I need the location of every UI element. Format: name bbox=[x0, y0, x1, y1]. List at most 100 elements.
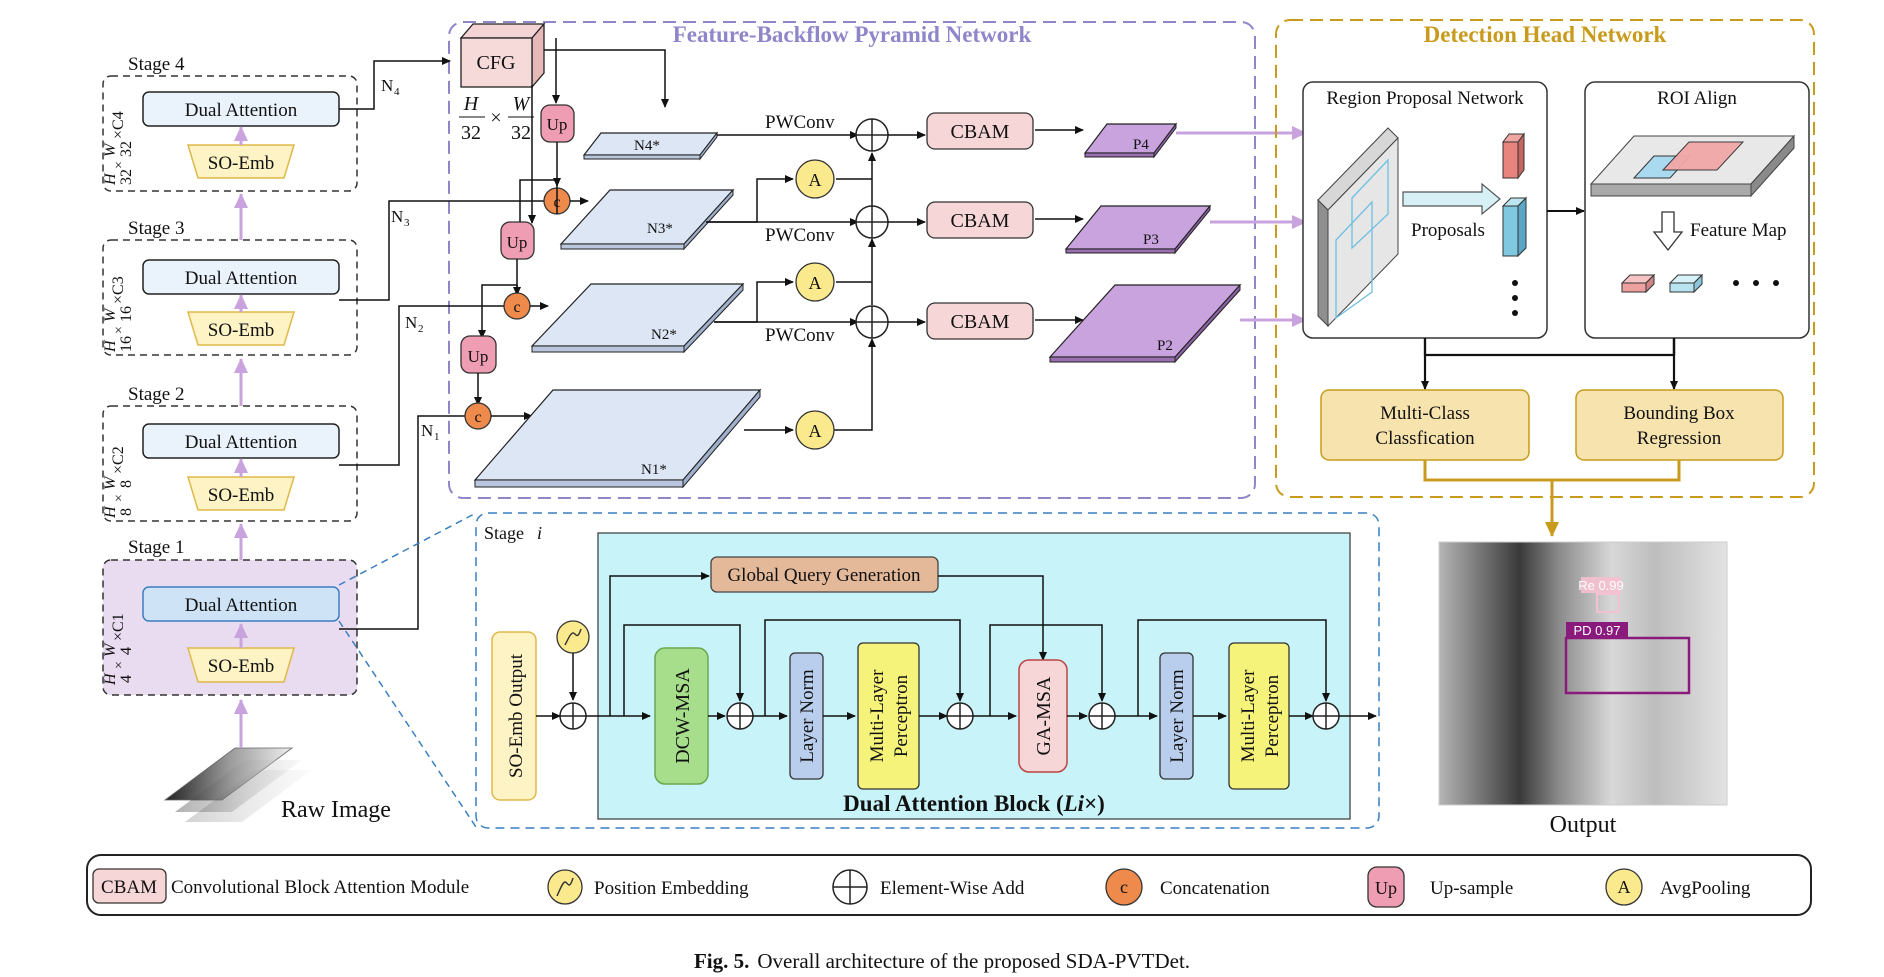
raw-image-label: Raw Image bbox=[281, 797, 391, 823]
legend-concat-label: Concatenation bbox=[1160, 878, 1270, 899]
svg-text:H: H bbox=[102, 672, 119, 686]
dual-attention-block-title: Dual Attention Block (Li×) bbox=[843, 791, 1105, 816]
svg-text:4: 4 bbox=[118, 647, 135, 655]
fbpn-frame bbox=[448, 21, 1256, 499]
avgpool-label: A bbox=[809, 421, 822, 441]
legend-avgpool-symbol: A bbox=[1618, 877, 1631, 897]
mcc-line1: Multi-Class bbox=[1380, 403, 1470, 424]
svg-text:W: W bbox=[102, 475, 119, 490]
cfg-dims: H 32 × W 32 bbox=[459, 93, 534, 144]
figure-caption: Fig. 5.Overall architecture of the propo… bbox=[694, 949, 1190, 973]
legend-cbam-symbol-label: CBAM bbox=[101, 877, 157, 898]
svg-text:W: W bbox=[102, 642, 119, 657]
mlp-label-2: Perceptron bbox=[1262, 674, 1283, 757]
bounding-box-regression-block bbox=[1575, 389, 1784, 461]
n4-label: N bbox=[381, 76, 393, 95]
position-embedding-node bbox=[556, 620, 590, 654]
add-node bbox=[855, 118, 889, 152]
ga-msa-label: GA-MSA bbox=[1033, 676, 1055, 755]
stage-3: Stage 3 Dual Attention SO-Emb bbox=[102, 218, 358, 356]
detection-label-pd: PD 0.97 bbox=[1574, 623, 1621, 638]
so-emb-block bbox=[186, 144, 296, 179]
stage-1-title: Stage 1 bbox=[128, 537, 184, 558]
upsample-label: Up bbox=[468, 347, 489, 366]
legend-upsample-symbol: Up bbox=[1375, 878, 1397, 898]
svg-text:16: 16 bbox=[118, 306, 135, 322]
layer-norm-label: Layer Norm bbox=[1167, 669, 1188, 763]
proposals-label: Proposals bbox=[1411, 220, 1485, 241]
svg-text:32: 32 bbox=[461, 122, 481, 144]
so-emb-block bbox=[186, 476, 296, 511]
stage-1: Stage 1 Dual Attention SO-Emb bbox=[102, 537, 358, 696]
svg-text:16: 16 bbox=[118, 336, 135, 352]
upsample-label: Up bbox=[507, 233, 528, 252]
svg-text:W: W bbox=[513, 93, 532, 115]
svg-text:1: 1 bbox=[434, 431, 440, 443]
add-node bbox=[559, 702, 587, 730]
svg-text:×: × bbox=[112, 661, 127, 669]
rpn-label: Region Proposal Network bbox=[1326, 88, 1524, 109]
proposal-box-red bbox=[1502, 132, 1525, 180]
add-node bbox=[946, 702, 974, 730]
dual-attention-label: Dual Attention bbox=[185, 268, 298, 289]
cbam-label: CBAM bbox=[951, 210, 1010, 232]
svg-text:32: 32 bbox=[118, 169, 135, 185]
so-emb-block bbox=[186, 311, 296, 346]
global-query-generation-block bbox=[710, 556, 939, 593]
svg-text:H: H bbox=[102, 339, 119, 353]
legend-concat-symbol: c bbox=[1120, 877, 1128, 897]
p2-plane bbox=[1048, 283, 1242, 364]
svg-text:×C2: ×C2 bbox=[110, 446, 127, 474]
horizontal-ellipsis bbox=[1733, 280, 1779, 286]
output-label: Output bbox=[1550, 812, 1617, 838]
stage-2-dims: H 8 × W 8 ×C2 bbox=[102, 446, 135, 519]
multi-class-classification-block bbox=[1320, 389, 1530, 461]
so-emb-block bbox=[186, 647, 296, 683]
n1-label: N bbox=[421, 421, 433, 440]
svg-text:×C3: ×C3 bbox=[110, 276, 127, 304]
legend-pos-label: Position Embedding bbox=[594, 878, 749, 899]
concat-label: c bbox=[513, 299, 520, 316]
svg-text:8: 8 bbox=[118, 480, 135, 488]
stage-3-dims: H 16 × W 16 ×C3 bbox=[102, 276, 135, 353]
layer-norm-label: Layer Norm bbox=[797, 669, 818, 763]
detection-label-re: Re 0.99 bbox=[1578, 578, 1624, 593]
proposals-arrow bbox=[1402, 182, 1501, 216]
stage-3-title: Stage 3 bbox=[128, 218, 184, 239]
cbam-block bbox=[926, 302, 1034, 340]
so-emb-label: SO-Emb bbox=[208, 485, 275, 506]
p2-label: P2 bbox=[1157, 338, 1173, 354]
n3-star-plane bbox=[559, 188, 735, 251]
svg-text:H: H bbox=[102, 505, 119, 519]
legend-cbam-label: Convolutional Block Attention Module bbox=[171, 877, 469, 898]
svg-text:×C1: ×C1 bbox=[110, 613, 127, 641]
cfg-block: CFG bbox=[459, 22, 546, 89]
n1-star-label: N1* bbox=[641, 462, 667, 478]
svg-text:H: H bbox=[463, 93, 480, 115]
upsample-label: Up bbox=[547, 115, 568, 134]
stage-4-dims: H 32 × W 32 ×C4 bbox=[102, 111, 135, 186]
concat-label: c bbox=[474, 409, 481, 426]
bbr-line2: Regression bbox=[1637, 428, 1722, 449]
svg-text:×: × bbox=[112, 494, 127, 502]
n2-star-label: N2* bbox=[651, 327, 677, 343]
cbam-label: CBAM bbox=[951, 311, 1010, 333]
svg-text:W: W bbox=[102, 142, 119, 157]
add-node bbox=[1312, 702, 1340, 730]
avgpool-node bbox=[795, 262, 835, 302]
stage-2-title: Stage 2 bbox=[128, 384, 184, 405]
roi-align-block bbox=[1584, 81, 1810, 339]
rpn-feature-map bbox=[1317, 127, 1399, 328]
so-emb-label: SO-Emb bbox=[208, 320, 275, 341]
stage-i-index: i bbox=[537, 523, 542, 543]
n4-star-label: N4* bbox=[634, 138, 660, 154]
dcw-msa-label: DCW-MSA bbox=[672, 668, 694, 764]
p3-plane bbox=[1064, 204, 1212, 255]
stage-i-title: Stage bbox=[484, 523, 524, 543]
legend-upsample-icon bbox=[1367, 866, 1405, 908]
stage-4: Stage 4 Dual Attention SO-Emb bbox=[102, 54, 358, 192]
n1-star-plane bbox=[473, 388, 762, 489]
add-node bbox=[855, 205, 889, 239]
pwconv-label: PWConv bbox=[765, 225, 835, 246]
